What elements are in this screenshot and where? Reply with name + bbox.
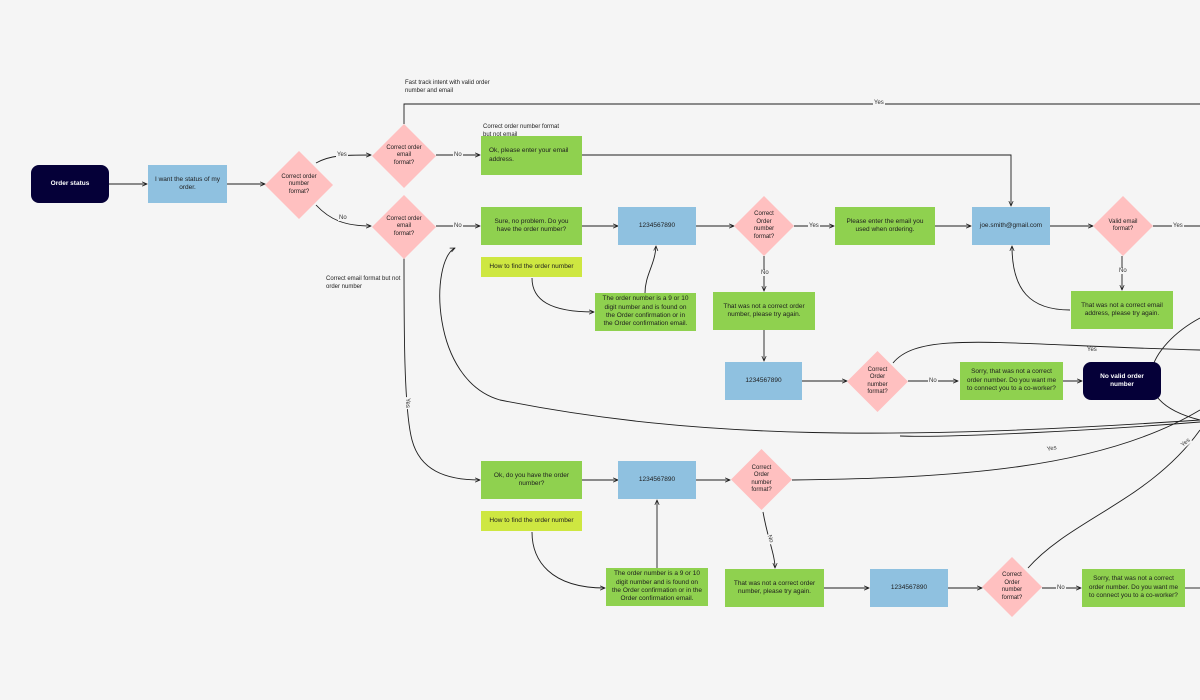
edge-fast-track	[403, 103, 1200, 124]
edge-label-yes-3: Yes	[1172, 223, 1184, 229]
edge-decision-no	[315, 204, 371, 226]
edge-emailmid-yes	[403, 257, 480, 480]
decision-label: Correct order number format?	[281, 173, 317, 195]
edge-d4-yes	[1027, 429, 1200, 569]
node-not-correct-2[interactable]: That was not a correct order number, ple…	[725, 569, 824, 607]
note-order-not-email: Correct order number format but not emai…	[483, 124, 560, 138]
edge-label-no-8: No	[1056, 585, 1066, 591]
node-enter-email-used[interactable]: Please enter the email you used when ord…	[835, 207, 935, 245]
node-explain-2[interactable]: The order number is a 9 or 10 digit numb…	[606, 568, 708, 606]
edge-label-yes-1: Yes	[336, 152, 348, 158]
note-email-not-order: Correct email format but not order numbe…	[326, 276, 401, 291]
node-email-value[interactable]: joe.smith@gmail.com	[972, 207, 1050, 245]
decision-label: Correct order email format?	[386, 144, 422, 166]
node-number-4[interactable]: 1234567890	[870, 569, 948, 607]
decision-order-number[interactable]: Correct order number format?	[265, 151, 333, 219]
node-ok-have-number[interactable]: Ok, do you have the order number?	[481, 461, 582, 499]
edge-d3-yes	[791, 409, 1200, 481]
node-explain-1[interactable]: The order number is a 9 or 10 digit numb…	[595, 293, 696, 331]
node-no-valid[interactable]: No valid order number	[1083, 362, 1161, 400]
edge-label-yes-top: Yes	[873, 100, 885, 106]
edge-sure-explain1	[531, 277, 594, 312]
edge-label-yes-5: Yes	[403, 397, 410, 409]
decision-order-1[interactable]: Correct Order number format?	[734, 196, 794, 256]
decision-order-3[interactable]: Correct Order number format?	[731, 449, 792, 510]
node-number-1[interactable]: 1234567890	[618, 207, 696, 245]
decision-valid-email[interactable]: Valid email format?	[1093, 196, 1153, 256]
decision-label: Correct Order number format?	[1001, 572, 1023, 601]
edge-label-no-6: No	[1118, 268, 1128, 274]
node-want-status[interactable]: I want the status of my order.	[148, 165, 227, 203]
decision-email-mid[interactable]: Correct order email format?	[372, 195, 436, 259]
node-order-status[interactable]: Order status	[31, 165, 109, 203]
edge-d3-no	[762, 511, 775, 568]
edge-label-no-5: No	[928, 378, 938, 384]
edge-label-yes-4: Yes	[1086, 347, 1098, 353]
node-how-find-2[interactable]: How to find the order number	[481, 511, 582, 531]
decision-order-2[interactable]: Correct Order number format?	[847, 351, 908, 412]
node-sorry-2[interactable]: Sorry, that was not a correct order numb…	[1082, 569, 1185, 607]
node-sure-no-problem[interactable]: Sure, no problem. Do you have the order …	[481, 207, 582, 245]
node-not-correct-email[interactable]: That was not a correct email address, pl…	[1071, 291, 1173, 329]
node-number-3[interactable]: 1234567890	[618, 461, 696, 499]
edge-explain1-num1	[644, 246, 656, 294]
node-how-find-1[interactable]: How to find the order number	[481, 257, 582, 277]
decision-order-4[interactable]: Correct Order number format?	[982, 557, 1042, 617]
edge-enteremail-value	[582, 154, 1011, 206]
decision-label: Correct Order number format?	[751, 464, 772, 494]
edge-label-no-1: No	[338, 215, 348, 221]
edge-ok-explain2	[531, 531, 605, 588]
decision-label: Correct Order number format?	[753, 211, 775, 240]
edge-long-right	[899, 421, 1200, 437]
decision-email-top[interactable]: Correct order email format?	[372, 124, 436, 188]
node-enter-email[interactable]: Ok, please enter your email address.	[481, 136, 582, 175]
node-number-2[interactable]: 1234567890	[725, 362, 802, 400]
decision-label: Correct Order number format?	[867, 366, 888, 396]
edge-label-no-3: No	[453, 223, 463, 229]
note-fast-track: Fast track intent with valid order numbe…	[405, 80, 490, 95]
decision-label: Correct order email format?	[386, 215, 422, 237]
node-not-correct-1[interactable]: That was not a correct order number, ple…	[713, 292, 815, 330]
node-sorry-1[interactable]: Sorry, that was not a correct order numb…	[960, 362, 1063, 400]
edge-d2-yes	[892, 341, 1200, 364]
edge-label-no-4: No	[760, 270, 770, 276]
edge-label-no-2: No	[453, 152, 463, 158]
edge-nce-value	[1012, 246, 1071, 311]
decision-label: Valid email format?	[1108, 218, 1138, 233]
edge-label-yes-2: Yes	[808, 223, 820, 229]
